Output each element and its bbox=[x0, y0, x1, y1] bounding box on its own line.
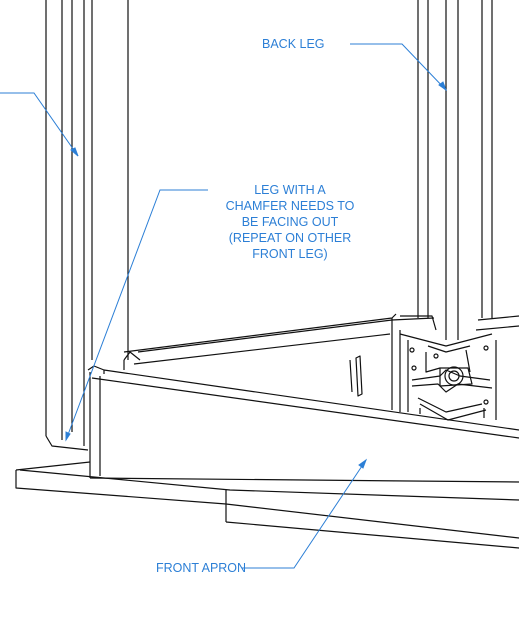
back-leg-leader bbox=[350, 43, 447, 91]
back-leg-label: BACK LEG bbox=[262, 36, 325, 52]
front-leg-left bbox=[45, 0, 129, 451]
chamfer-leader bbox=[65, 189, 208, 441]
chamfer-leader-arrow bbox=[65, 431, 71, 442]
leg-leader bbox=[0, 92, 79, 157]
chamfer-note-line: LEG WITH A bbox=[254, 183, 326, 197]
chamfer-note-line: BE FACING OUT bbox=[241, 215, 339, 229]
front-apron-leader-arrow bbox=[358, 458, 368, 469]
corner-bracket bbox=[399, 333, 497, 421]
side-apron bbox=[123, 313, 519, 412]
front-apron bbox=[87, 365, 519, 483]
leg-leader-arrow bbox=[70, 147, 79, 157]
back-leg-text: BACK LEG bbox=[262, 37, 325, 51]
chamfer-note: LEG WITH A CHAMFER NEEDS TO BE FACING OU… bbox=[200, 182, 380, 262]
front-apron-text: FRONT APRON bbox=[156, 561, 247, 575]
base-plate bbox=[15, 461, 519, 549]
chamfer-note-line: (REPEAT ON OTHER bbox=[228, 231, 352, 245]
back-leg-leader-arrow bbox=[438, 81, 448, 92]
chamfer-note-line: FRONT LEG) bbox=[252, 247, 328, 261]
back-leg bbox=[417, 0, 493, 340]
chamfer-note-line: CHAMFER NEEDS TO bbox=[225, 199, 355, 213]
front-apron-leader bbox=[242, 459, 367, 569]
callout-leaders bbox=[0, 43, 448, 569]
front-apron-label: FRONT APRON bbox=[156, 560, 246, 576]
